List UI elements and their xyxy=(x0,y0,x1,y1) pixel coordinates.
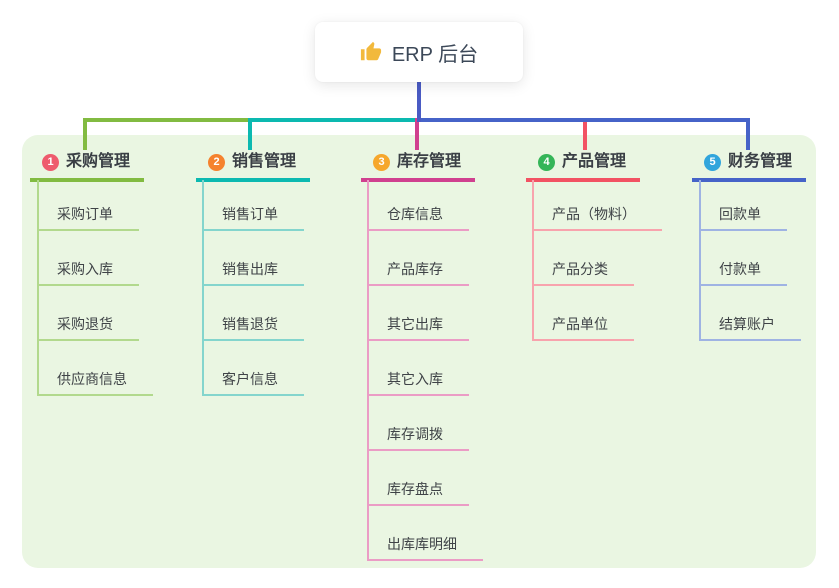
branch-node-purchase[interactable]: 1 采购管理 xyxy=(30,151,145,182)
branch-title: 销售管理 xyxy=(232,153,297,170)
child-node[interactable]: 其它入库 xyxy=(367,368,469,396)
branch-title: 产品管理 xyxy=(562,153,627,170)
branch-title: 财务管理 xyxy=(728,153,793,170)
branch-title: 库存管理 xyxy=(397,153,462,170)
root-node[interactable]: ERP 后台 xyxy=(315,22,523,82)
thumbs-up-icon xyxy=(360,41,381,61)
branch-node-sales[interactable]: 2 销售管理 xyxy=(196,151,311,182)
child-node[interactable]: 结算账户 xyxy=(699,313,801,341)
branch-number-badge: 5 xyxy=(704,153,721,171)
branch-node-inventory[interactable]: 3 库存管理 xyxy=(361,151,476,182)
child-node[interactable]: 销售出库 xyxy=(202,258,304,286)
child-node[interactable]: 产品单位 xyxy=(532,313,634,341)
child-node[interactable]: 出库库明细 xyxy=(367,533,483,561)
child-node[interactable]: 采购订单 xyxy=(37,203,139,231)
child-node[interactable]: 客户信息 xyxy=(202,368,304,396)
child-node[interactable]: 其它出库 xyxy=(367,313,469,341)
thumbs-up-glyph xyxy=(360,41,381,61)
child-node[interactable]: 产品库存 xyxy=(367,258,469,286)
child-node[interactable]: 仓库信息 xyxy=(367,203,469,231)
branch-number-badge: 4 xyxy=(538,153,555,171)
branch-node-product[interactable]: 4 产品管理 xyxy=(526,151,641,182)
child-node[interactable]: 采购入库 xyxy=(37,258,139,286)
branch-number-badge: 2 xyxy=(208,153,225,171)
child-node[interactable]: 库存盘点 xyxy=(367,478,469,506)
branch-title: 采购管理 xyxy=(66,153,131,170)
branches-panel xyxy=(22,135,816,568)
root-label: ERP 后台 xyxy=(391,43,479,66)
branch-number-badge: 3 xyxy=(373,153,390,171)
child-node[interactable]: 供应商信息 xyxy=(37,368,153,396)
child-node[interactable]: 销售订单 xyxy=(202,203,304,231)
child-node[interactable]: 库存调拨 xyxy=(367,423,469,451)
child-node[interactable]: 采购退货 xyxy=(37,313,139,341)
child-node[interactable]: 销售退货 xyxy=(202,313,304,341)
branch-node-finance[interactable]: 5 财务管理 xyxy=(692,151,807,182)
child-node[interactable]: 产品分类 xyxy=(532,258,634,286)
child-node[interactable]: 产品（物料） xyxy=(532,203,662,231)
child-node[interactable]: 回款单 xyxy=(699,203,787,231)
branch-number-badge: 1 xyxy=(42,153,59,171)
child-node[interactable]: 付款单 xyxy=(699,258,787,286)
